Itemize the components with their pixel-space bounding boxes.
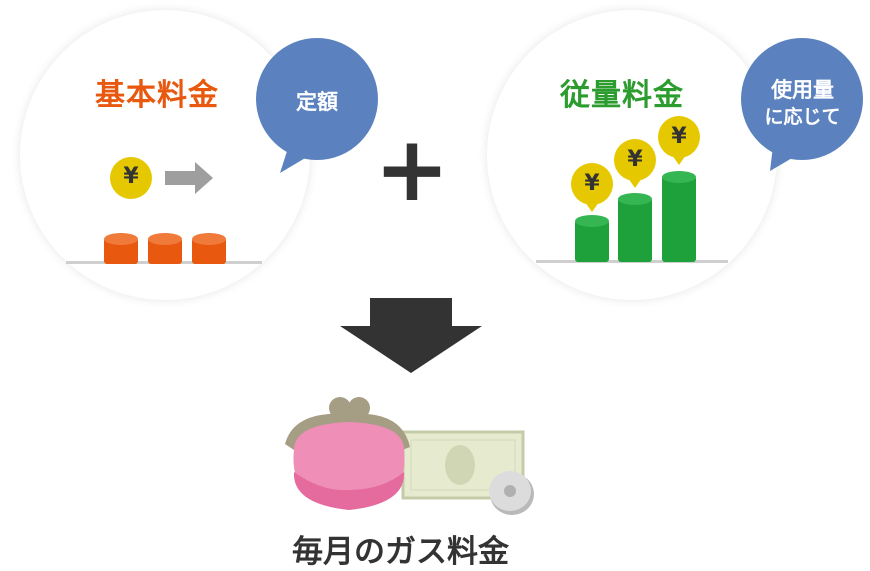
basic-yen-symbol: ¥: [123, 164, 139, 189]
purse-and-money-icon: [285, 397, 534, 515]
basic-fee-bubble-text: 定額: [296, 90, 338, 114]
usage-yen-symbol-1: ¥: [584, 171, 600, 196]
usage-fee-bars: [536, 116, 728, 263]
basic-fee-title: 基本料金: [95, 78, 219, 113]
usage-yen-symbol-3: ¥: [671, 124, 687, 149]
plus-operator: +: [374, 117, 450, 222]
basic-fee-coins: [66, 233, 262, 264]
usage-fee-bubble-line1: 使用量: [771, 78, 834, 102]
usage-yen-symbol-2: ¥: [627, 147, 643, 172]
arrow-down-icon: [340, 298, 482, 373]
arrow-right-icon: [165, 162, 213, 194]
basic-fee-bubble: [256, 38, 378, 173]
usage-fee-bubble: [741, 38, 863, 171]
result-label: 毎月のガス料金: [292, 534, 509, 570]
usage-fee-bubble-line2: に応じて: [764, 106, 841, 128]
yen-coin-icon: [110, 157, 152, 199]
usage-fee-title: 従量料金: [560, 78, 684, 113]
